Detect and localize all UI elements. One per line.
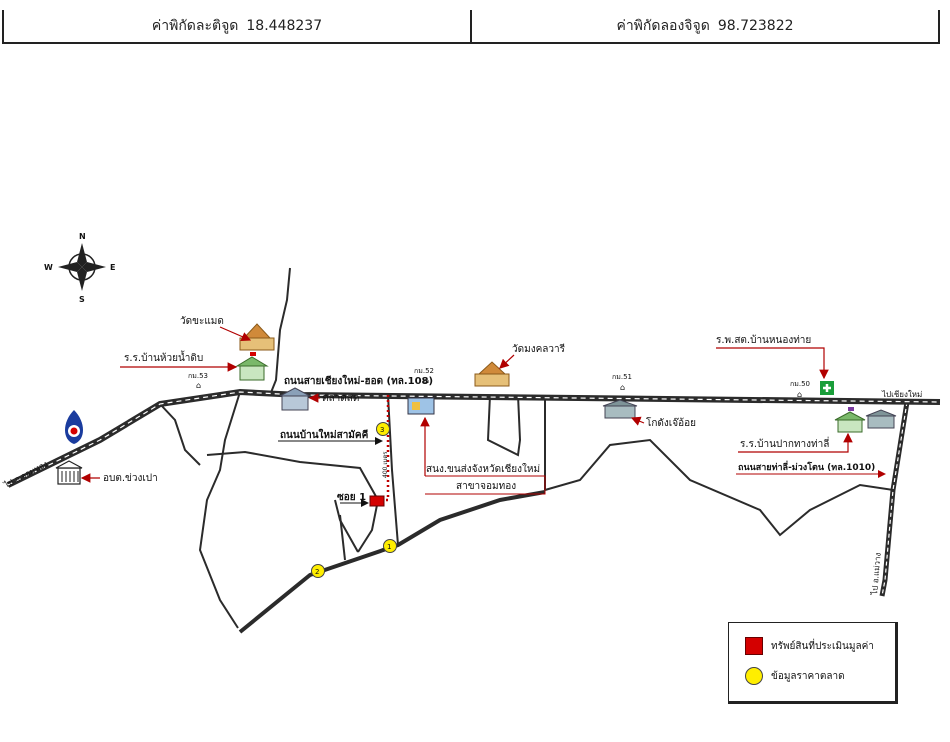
longitude-label: ค่าพิกัดลองจิจูด — [616, 18, 710, 34]
route-1010-label: ถนนสายท่าลี่-ม่วงโตน (ทล.1010) — [738, 460, 875, 473]
to-chiang-mai-label: ไปเชียงใหม่ — [881, 390, 922, 399]
km-markers: กม.53 ⌂ กม.52 ⌂ กม.51 ⌂ กม.50 ⌂ — [188, 367, 810, 399]
legend-property-label: ทรัพย์สินที่ประเมินมูลค่า — [771, 640, 874, 652]
gas-station-icon — [65, 410, 83, 444]
school-huai-nam-dip-label: ร.ร.บ้านห้วยน้ำดิบ — [124, 350, 203, 364]
ban-mai-road-label: ถนนบ้านใหม่สามัคคี — [280, 428, 369, 441]
market-point-1[interactable]: 1 — [383, 539, 397, 553]
coordinate-bar: ค่าพิกัดละติจูด 18.448237 ค่าพิกัดลองจิจ… — [2, 10, 940, 44]
svg-text:⌂: ⌂ — [797, 390, 802, 399]
market-label: ตลาดสด — [322, 393, 359, 404]
hospital-label: ร.พ.สต.บ้านหนองท่าย — [716, 334, 811, 346]
legend-property-icon — [745, 637, 763, 655]
latitude-cell: ค่าพิกัดละติจูด 18.448237 — [2, 10, 470, 44]
latitude-value: 18.448237 — [246, 18, 323, 34]
legend-property-row: ทรัพย์สินที่ประเมินมูลค่า — [745, 637, 874, 655]
wat-mongkhon-label: วัดมงคลวารี — [512, 343, 566, 355]
sao-label: อบต.ข่วงเปา — [103, 473, 158, 484]
legend-market-row: ข้อมูลราคาตลาด — [745, 667, 845, 685]
compass-n: N — [79, 232, 86, 241]
svg-text:⌂: ⌂ — [620, 383, 625, 392]
compass-s: S — [79, 295, 85, 304]
market-icon — [279, 387, 311, 411]
soi-1-label: ซอย 1 — [337, 492, 366, 503]
route-distance-label: 400 เมตร — [382, 451, 389, 478]
longitude-value: 98.723822 — [717, 18, 794, 34]
side-roads — [159, 267, 894, 629]
km-53: กม.53 — [188, 372, 208, 380]
market-point-2[interactable]: 2 — [311, 564, 325, 578]
transport-office-label: สนง.ขนส่งจังหวัดเชียงใหม่ — [426, 463, 540, 475]
wat-kha-maet-label: วัดขะแมด — [180, 316, 224, 327]
branch-label: สาขาจอมทอง — [456, 481, 516, 492]
property-route — [378, 395, 390, 502]
km-50: กม.50 — [790, 380, 810, 388]
km-51: กม.51 — [612, 373, 632, 381]
latitude-label: ค่าพิกัดละติจูด — [151, 18, 239, 34]
compass-w: W — [44, 263, 53, 272]
compass-e: E — [110, 263, 115, 272]
warehouse-icon — [602, 399, 638, 419]
highway-108-label: ถนนสายเชียงใหม่-ฮอด (ทล.108) — [284, 374, 433, 387]
svg-text:⌂: ⌂ — [424, 376, 429, 385]
svg-text:3: 3 — [380, 426, 384, 434]
map-legend: ทรัพย์สินที่ประเมินมูลค่า ข้อมูลราคาตลาด — [728, 622, 898, 704]
property-marker[interactable] — [369, 495, 385, 507]
transport-office-icon — [407, 397, 435, 415]
to-mae-wang-label: ไป อ.แม่วาง — [870, 552, 883, 596]
school-pak-thang-label: ร.ร.บ้านปากทางท่าลี่ — [740, 436, 829, 450]
sao-building-icon — [55, 460, 83, 485]
to-chom-thong-label: ไป อ.จอมทอง — [2, 459, 49, 490]
route-1010-road — [879, 401, 910, 597]
legend-market-label: ข้อมูลราคาตลาด — [771, 670, 845, 682]
school-icon-huai-nam-dip — [235, 352, 269, 381]
temple-icon-mongkhon — [474, 361, 510, 387]
legend-market-icon — [745, 667, 763, 685]
temple-icon-kha-maet — [239, 323, 275, 351]
svg-text:2: 2 — [315, 568, 319, 576]
svg-text:1: 1 — [387, 543, 391, 551]
warehouse-label: โกดังเจ๊อ้อย — [646, 416, 696, 429]
compass-rose-icon: N S E W — [44, 232, 115, 304]
hospital-icon — [820, 381, 834, 395]
svg-text:⌂: ⌂ — [196, 381, 201, 390]
school-icon-pak-thang — [834, 407, 866, 433]
lower-road — [238, 490, 546, 634]
km-52: กม.52 — [414, 367, 434, 375]
warehouse-icon-2 — [865, 409, 897, 429]
longitude-cell: ค่าพิกัดลองจิจูด 98.723822 — [470, 10, 940, 44]
market-point-3[interactable]: 3 — [376, 422, 390, 436]
